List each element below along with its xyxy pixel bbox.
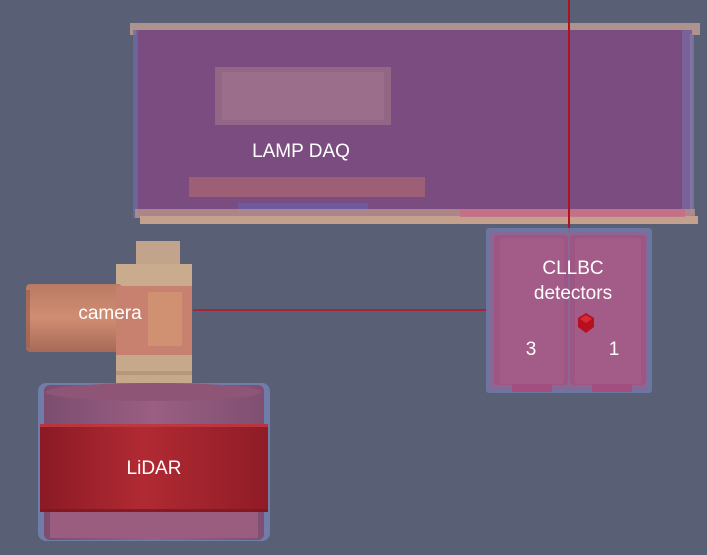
lamp-daq-label: LAMP DAQ [252, 141, 350, 162]
detector-3 [494, 235, 568, 392]
lidar-unit [38, 383, 270, 541]
detector-3-label: 3 [525, 339, 537, 360]
lidar-label: LiDAR [126, 458, 182, 479]
camera-assembly [26, 241, 192, 387]
detector-1 [570, 235, 646, 392]
cllbc-detectors-label-line1: CLLBC [542, 258, 604, 279]
detector-1-label: 1 [608, 339, 620, 360]
cllbc-detectors-label-line2: detectors [533, 283, 613, 304]
cllbc-detectors [486, 228, 652, 393]
lamp-daq-enclosure [130, 23, 700, 224]
camera-lens [26, 284, 122, 352]
camera-label: camera [78, 303, 142, 324]
